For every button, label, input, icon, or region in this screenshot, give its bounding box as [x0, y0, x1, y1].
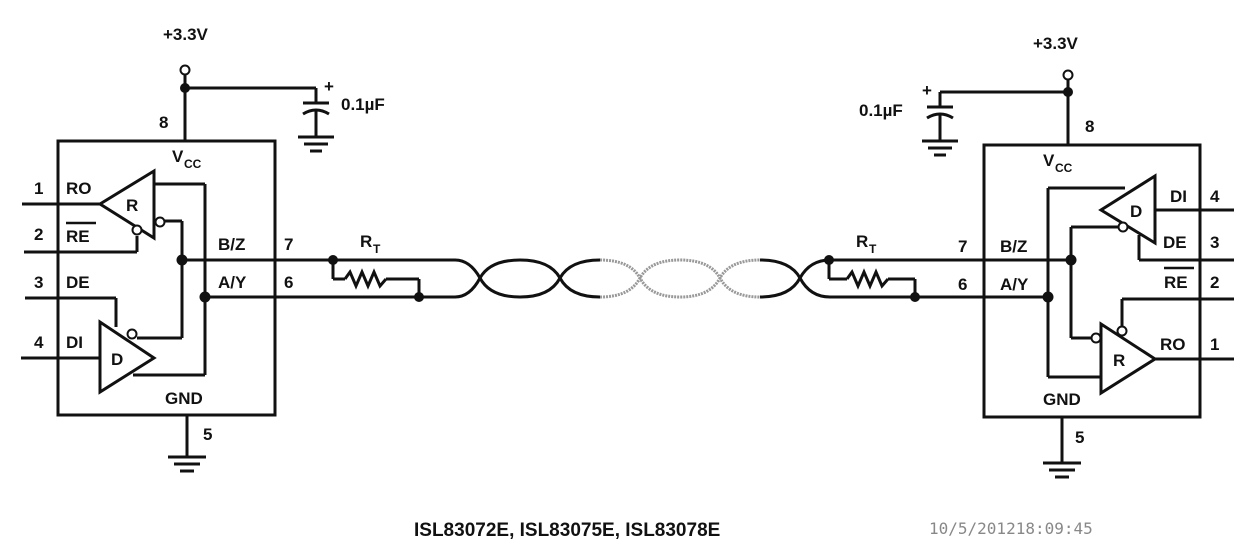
left-ic-body: [56, 139, 277, 417]
svg-text:6: 6: [958, 275, 967, 294]
left-driver-icon: D: [98, 319, 157, 395]
svg-text:GND: GND: [165, 389, 203, 408]
twisted-pair-cable-icon: [454, 258, 831, 299]
svg-text:RO: RO: [1160, 335, 1186, 354]
right-ic-body: [982, 143, 1202, 419]
left-supply-terminal: [179, 64, 191, 76]
svg-text:R: R: [126, 196, 138, 215]
svg-text:4: 4: [34, 333, 44, 352]
svg-text:6: 6: [284, 273, 293, 292]
svg-text:3: 3: [34, 273, 43, 292]
svg-text:GND: GND: [1043, 390, 1081, 409]
left-capacitor-icon: [298, 88, 334, 153]
svg-text:7: 7: [284, 235, 293, 254]
left-cap-value: 0.1µF: [341, 95, 385, 114]
svg-text:8: 8: [1085, 117, 1094, 136]
svg-text:5: 5: [1075, 428, 1084, 447]
svg-text:5: 5: [203, 425, 212, 444]
svg-text:+: +: [324, 77, 334, 96]
svg-text:+: +: [922, 81, 932, 100]
svg-text:1: 1: [34, 179, 43, 198]
left-supply-label: +3.3V: [163, 25, 209, 44]
svg-text:D: D: [1130, 202, 1142, 221]
svg-text:2: 2: [34, 225, 43, 244]
svg-text:A/Y: A/Y: [218, 273, 247, 292]
left-vcc-pin: 8: [159, 113, 168, 132]
left-termination-resistor-icon: [343, 268, 388, 290]
svg-text:RO: RO: [66, 179, 92, 198]
svg-text:CC: CC: [184, 157, 202, 171]
svg-text:R: R: [856, 232, 868, 251]
svg-text:B/Z: B/Z: [218, 235, 245, 254]
svg-text:D: D: [111, 350, 123, 369]
svg-text:B/Z: B/Z: [1000, 237, 1027, 256]
svg-text:+3.3V: +3.3V: [1033, 34, 1079, 53]
svg-text:0.1µF: 0.1µF: [859, 101, 903, 120]
svg-text:DI: DI: [66, 333, 83, 352]
right-driver-icon: D: [1098, 173, 1157, 246]
svg-text:DI: DI: [1170, 187, 1187, 206]
svg-text:T: T: [373, 242, 381, 256]
svg-text:2: 2: [1210, 273, 1219, 292]
left-receiver-icon: R: [97, 168, 166, 241]
svg-text:V: V: [1043, 151, 1055, 170]
svg-text:R: R: [360, 232, 372, 251]
svg-text:CC: CC: [1055, 161, 1073, 175]
svg-text:V: V: [172, 147, 184, 166]
right-termination-resistor-icon: [845, 268, 890, 290]
svg-text:4: 4: [1210, 187, 1220, 206]
svg-text:RE: RE: [1164, 273, 1188, 292]
left-transceiver: +3.3V + 0.1µF 8 V CC GND 1 RO 2 RE 3 DE …: [21, 25, 455, 473]
right-ground-icon: [1043, 461, 1081, 479]
svg-text:DE: DE: [1163, 233, 1187, 252]
left-ground-icon: [168, 455, 206, 473]
svg-text:R: R: [1113, 351, 1125, 370]
svg-text:3: 3: [1210, 233, 1219, 252]
svg-text:7: 7: [958, 237, 967, 256]
svg-text:RE: RE: [66, 227, 90, 246]
svg-text:T: T: [869, 242, 877, 256]
right-receiver-icon: R: [1090, 321, 1158, 396]
svg-text:A/Y: A/Y: [1000, 275, 1029, 294]
figure-caption: ISL83072E, ISL83075E, ISL83078E: [414, 520, 720, 541]
right-capacitor-icon: [922, 92, 958, 157]
timestamp: 10/5/201218:09:45: [929, 519, 1093, 538]
right-transceiver: +3.3V + 0.1µF 8 V CC GND DI 4 DE 3 RE 2 …: [824, 34, 1234, 479]
svg-text:1: 1: [1210, 335, 1219, 354]
svg-text:DE: DE: [66, 273, 90, 292]
